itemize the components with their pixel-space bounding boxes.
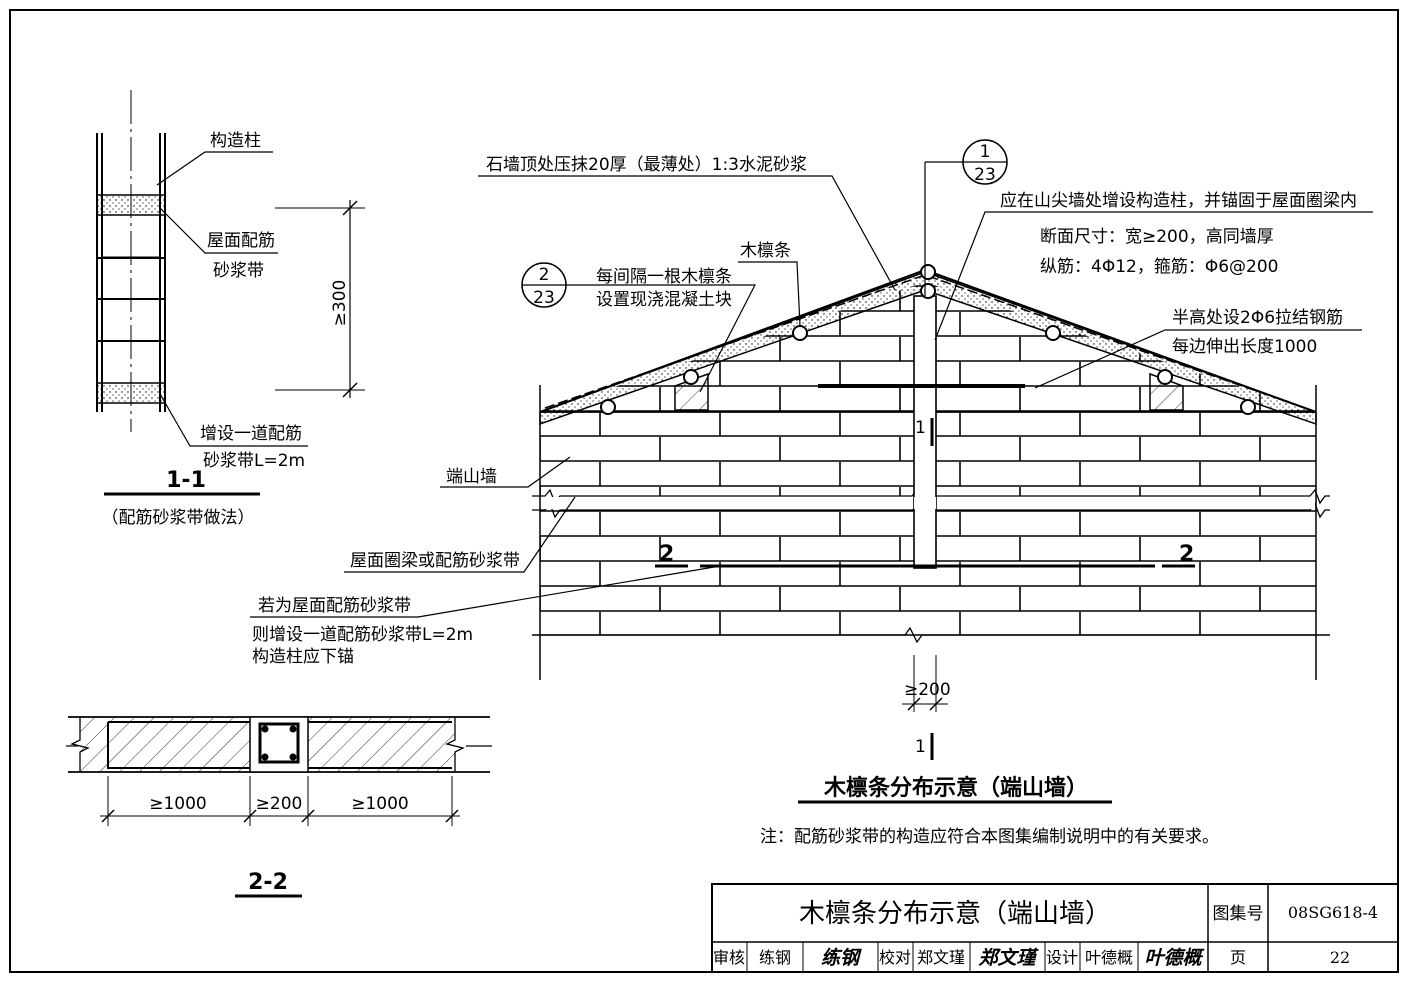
label-extra-line2: 砂浆带L=2m	[203, 451, 305, 471]
gable-wall-elevation: 1 1 2 2 ≥200	[532, 264, 1330, 760]
title-block-drawing-title: 木檩条分布示意（端山墙）	[799, 899, 1111, 929]
design-name: 叶德概	[1085, 948, 1133, 967]
label-extra-line1: 增设一道配筋	[200, 424, 302, 444]
note-block-line2: 设置现浇混凝土块	[596, 290, 732, 310]
cut-mark-2-left: 2	[659, 542, 674, 567]
sheet-border	[9, 9, 1399, 973]
main-diagram-title: 木檩条分布示意（端山墙）	[823, 775, 1088, 801]
section-1-1-subtitle: （配筋砂浆带做法）	[102, 508, 255, 528]
note-top-mortar: 石墙顶处压抹20厚（最薄处）1:3水泥砂浆	[486, 155, 807, 175]
check-signature: 郑文瑾	[978, 947, 1039, 969]
section-2-2-title: 2-2	[248, 870, 288, 895]
note-if-line3: 构造柱应下锚	[252, 647, 354, 667]
cut-mark-1-top: 1	[915, 418, 926, 438]
design-signature: 叶德概	[1144, 947, 1204, 969]
note-block-line1: 每间隔一根木檩条	[596, 267, 732, 287]
cut-mark-2-right: 2	[1179, 542, 1194, 567]
dim-height: ≥300	[330, 280, 350, 327]
main-annotations: 石墙顶处压抹20厚（最薄处）1:3水泥砂浆 1 23 应在山尖墙处增设构造柱，并…	[250, 139, 1373, 847]
ref-top-den: 23	[974, 165, 996, 185]
purlin-circles	[600, 264, 1256, 415]
page-number: 22	[1330, 948, 1350, 967]
label-mortar-line2: 砂浆带	[213, 261, 264, 281]
label-ring-beam: 屋面圈梁或配筋砂浆带	[350, 551, 520, 571]
review-signature: 练钢	[821, 947, 862, 969]
note-if-line1: 若为屋面配筋砂浆带	[258, 596, 411, 616]
review-name: 练钢	[759, 948, 791, 967]
section-2-2: ≥1000 ≥200 ≥1000 2-2	[66, 716, 492, 898]
label-gable-wall: 端山墙	[446, 467, 497, 487]
note-tie-line1: 半高处设2Φ6拉结钢筋	[1172, 308, 1343, 328]
review-label: 审核	[713, 948, 745, 967]
label-column: 构造柱	[210, 131, 261, 151]
ref-left-num: 2	[539, 265, 550, 285]
check-name: 郑文瑾	[917, 948, 965, 967]
dim-column-width: ≥200	[904, 680, 951, 700]
note-if-line2: 则增设一道配筋砂浆带L=2m	[252, 625, 473, 645]
atlas-label: 图集号	[1213, 904, 1264, 924]
label-mortar-line1: 屋面配筋	[207, 231, 275, 251]
title-block: 木檩条分布示意（端山墙） 图集号 08SG618-4 审核 练钢 练钢 校对 郑…	[711, 883, 1399, 973]
note-section-size: 断面尺寸：宽≥200，高同墙厚	[1040, 227, 1274, 247]
dim-right: ≥1000	[351, 794, 409, 814]
label-purlin: 木檩条	[740, 241, 791, 261]
mortar-band-top	[96, 194, 166, 216]
mortar-band-bottom	[96, 382, 166, 404]
page-label: 页	[1230, 948, 1246, 967]
general-note: 注：配筋砂浆带的构造应符合本图集编制说明中的有关要求。	[760, 827, 1219, 847]
section-1-1: 构造柱 屋面配筋 砂浆带 增设一道配筋 砂浆带L=2m ≥300 1-1 （配筋…	[96, 90, 365, 528]
cut-mark-1-bottom: 1	[915, 737, 926, 757]
note-column: 应在山尖墙处增设构造柱，并锚固于屋面圈梁内	[1000, 191, 1357, 211]
check-label: 校对	[879, 948, 911, 967]
section-1-1-title: 1-1	[166, 468, 206, 493]
ref-top-num: 1	[980, 142, 991, 162]
note-tie-line2: 每边伸出长度1000	[1172, 337, 1317, 357]
dim-mid: ≥200	[256, 794, 303, 814]
design-label: 设计	[1046, 948, 1078, 967]
dim-left: ≥1000	[149, 794, 207, 814]
ref-left-den: 23	[533, 288, 555, 308]
atlas-number: 08SG618-4	[1288, 903, 1378, 922]
note-rebar: 纵筋：4Φ12，箍筋：Φ6@200	[1040, 257, 1278, 277]
